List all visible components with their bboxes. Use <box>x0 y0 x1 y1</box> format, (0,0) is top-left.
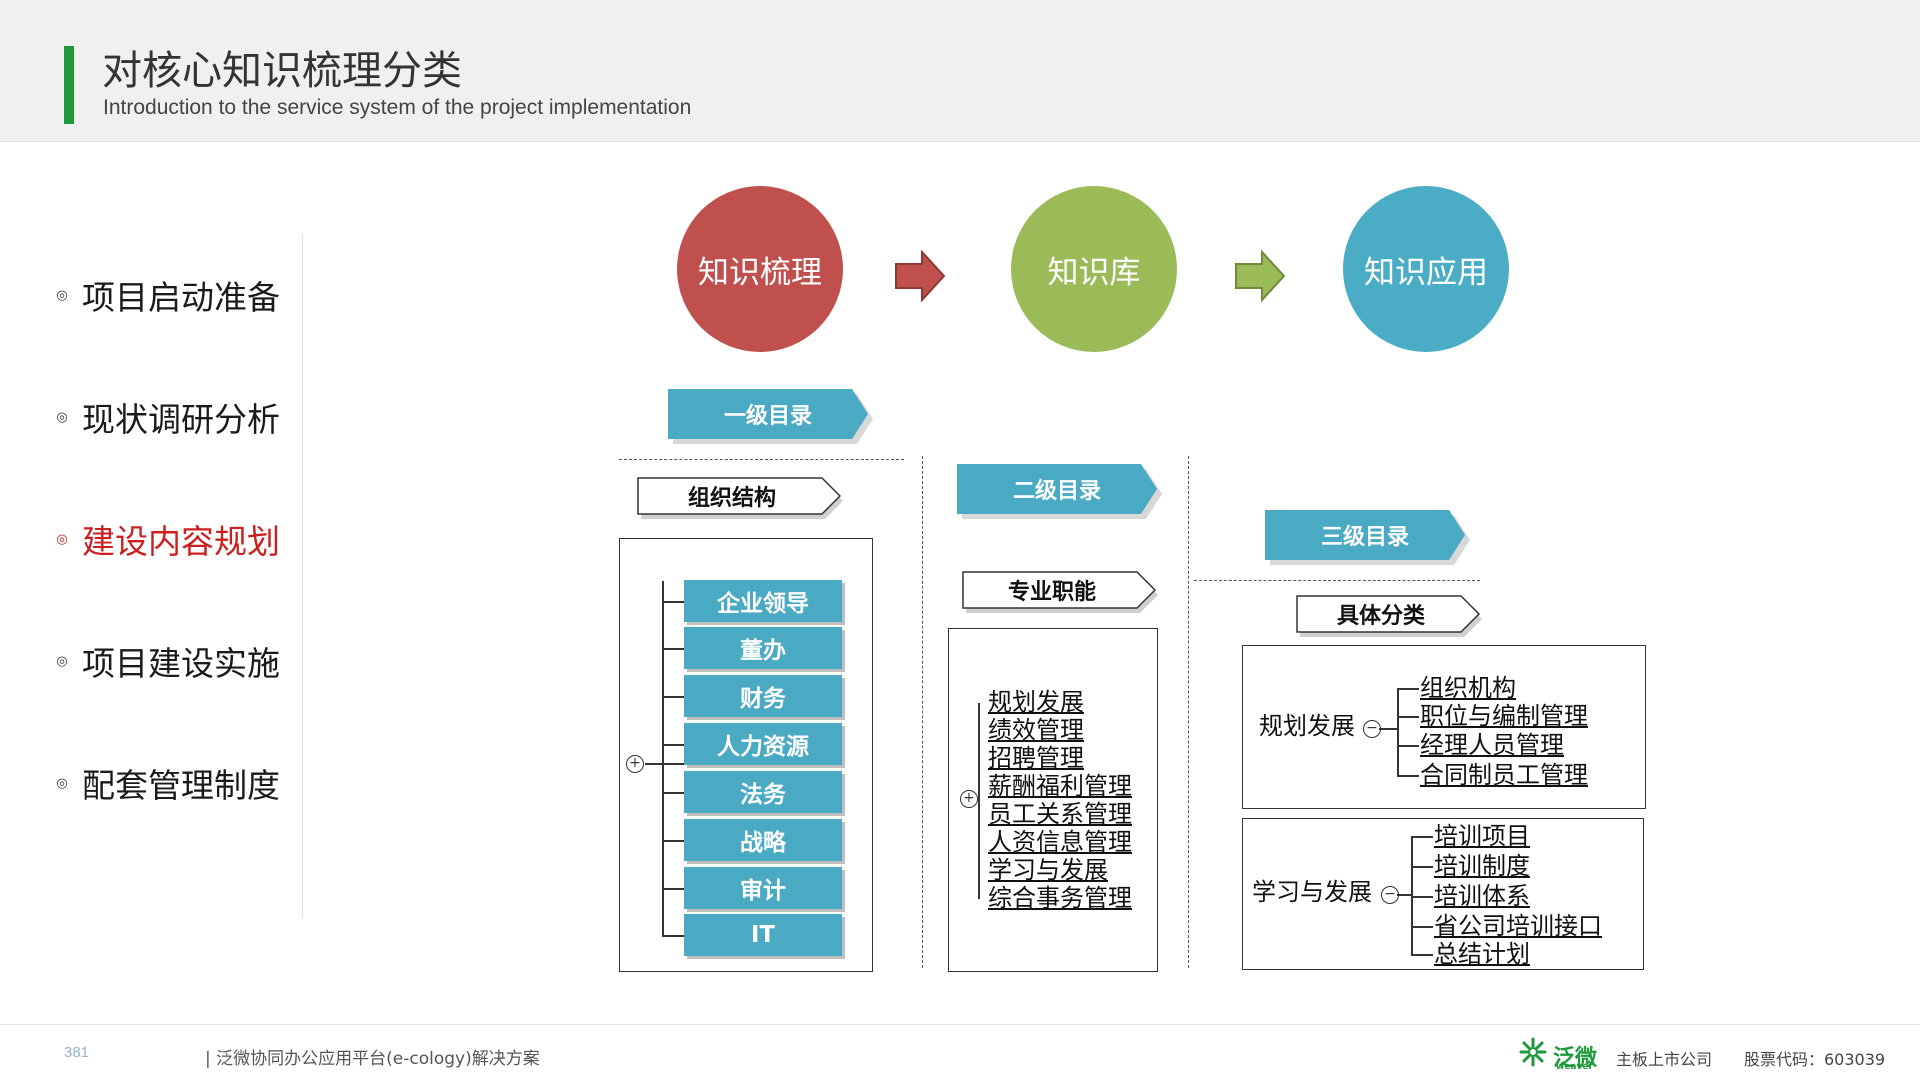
nav-item-content-planning[interactable]: ◎ 建设内容规划 <box>54 519 280 561</box>
level3-group-box <box>1242 645 1646 809</box>
bullet-icon: ◎ <box>56 287 68 303</box>
nav-item-label: 项目启动准备 <box>82 278 280 317</box>
tree-item[interactable]: 培训项目 <box>1434 822 1530 850</box>
level1-tag: 一级目录 <box>668 389 868 439</box>
stage-knowledge-application: 知识应用 <box>1343 186 1509 352</box>
category-item[interactable]: 财务 <box>684 675 842 717</box>
page-number: 381 <box>64 1044 90 1061</box>
separator-dashed <box>922 456 923 968</box>
category-item[interactable]: IT <box>684 914 842 956</box>
level3-tag: 三级目录 <box>1265 510 1465 560</box>
tree-item[interactable]: 省公司培训接口 <box>1434 912 1602 940</box>
bullet-icon: ◎ <box>56 531 68 547</box>
category-item[interactable]: 审计 <box>684 867 842 909</box>
tree-item[interactable]: 经理人员管理 <box>1420 731 1564 759</box>
nav-item-label: 项目建设实施 <box>82 644 280 683</box>
tree-item[interactable]: 合同制员工管理 <box>1420 761 1588 789</box>
category-item[interactable]: 人力资源 <box>684 723 842 765</box>
nav-item-project-start[interactable]: ◎ 项目启动准备 <box>54 275 280 317</box>
expand-toggle-icon[interactable]: + <box>960 790 978 808</box>
tree-item[interactable]: 总结计划 <box>1434 940 1530 968</box>
footer-title: | 泛微协同办公应用平台(e-cology)解决方案 <box>205 1049 540 1069</box>
bullet-icon: ◎ <box>56 775 68 791</box>
weaver-logo-icon <box>1519 1037 1547 1067</box>
level2-tag: 二级目录 <box>957 464 1157 514</box>
tree-item[interactable]: 学习与发展 <box>988 856 1108 884</box>
tree-branch <box>645 763 685 765</box>
nav-item-implementation[interactable]: ◎ 项目建设实施 <box>54 641 280 683</box>
footer-divider <box>0 1024 1920 1025</box>
stage-knowledge-sorting: 知识梳理 <box>677 186 843 352</box>
tree-item[interactable]: 综合事务管理 <box>988 884 1132 912</box>
bullet-icon: ◎ <box>56 409 68 425</box>
category-item[interactable]: 战略 <box>684 819 842 861</box>
level1-subtag: 组织结构 <box>637 477 847 519</box>
tree-item[interactable]: 规划发展 <box>988 688 1084 716</box>
tree-trunk <box>978 703 980 899</box>
tree-item[interactable]: 员工关系管理 <box>988 800 1132 828</box>
collapse-toggle-icon[interactable]: − <box>1363 720 1381 738</box>
tree-item[interactable]: 组织机构 <box>1420 674 1516 702</box>
page-title: 对核心知识梳理分类 <box>102 48 462 94</box>
listed-company-label: 主板上市公司 <box>1616 1050 1713 1069</box>
stock-code: 股票代码：603039 <box>1744 1050 1886 1069</box>
group-name: 学习与发展 <box>1252 878 1372 906</box>
tree-item[interactable]: 职位与编制管理 <box>1420 702 1588 730</box>
category-item[interactable]: 企业领导 <box>684 580 842 622</box>
nav-item-label: 建设内容规划 <box>82 522 280 561</box>
level2-subtag: 专业职能 <box>962 571 1162 613</box>
separator-dashed <box>1188 456 1189 968</box>
expand-toggle-icon[interactable]: + <box>626 755 644 773</box>
tree-item[interactable]: 招聘管理 <box>988 744 1084 772</box>
tree-trunk <box>662 581 664 935</box>
category-item[interactable]: 董办 <box>684 627 842 669</box>
tree-item[interactable]: 培训体系 <box>1434 882 1530 910</box>
separator-dashed <box>1194 580 1480 581</box>
arrow-right-icon <box>1235 250 1286 302</box>
tree-item[interactable]: 薪酬福利管理 <box>988 772 1132 800</box>
tree-item[interactable]: 培训制度 <box>1434 852 1530 880</box>
header-band <box>0 0 1920 142</box>
group-name: 规划发展 <box>1259 712 1355 740</box>
category-item[interactable]: 法务 <box>684 771 842 813</box>
nav-item-management-system[interactable]: ◎ 配套管理制度 <box>54 763 280 805</box>
title-accent-bar <box>64 46 74 124</box>
tree-item[interactable]: 人资信息管理 <box>988 828 1132 856</box>
bullet-icon: ◎ <box>56 653 68 669</box>
nav-item-status-research[interactable]: ◎ 现状调研分析 <box>54 397 280 439</box>
separator-dashed <box>619 459 904 460</box>
logo-text: 泛微 <box>1553 1046 1598 1071</box>
nav-divider <box>302 234 303 918</box>
logo-subtext: weaver <box>1556 1062 1593 1072</box>
nav-item-label: 配套管理制度 <box>82 766 280 805</box>
nav-item-label: 现状调研分析 <box>82 400 280 439</box>
level3-subtag: 具体分类 <box>1296 595 1486 637</box>
tree-item[interactable]: 绩效管理 <box>988 716 1084 744</box>
page-subtitle: Introduction to the service system of th… <box>103 96 692 119</box>
arrow-right-icon <box>895 250 946 302</box>
level3-group-box <box>1242 818 1644 970</box>
level2-box <box>948 628 1158 972</box>
stage-knowledge-base: 知识库 <box>1011 186 1177 352</box>
